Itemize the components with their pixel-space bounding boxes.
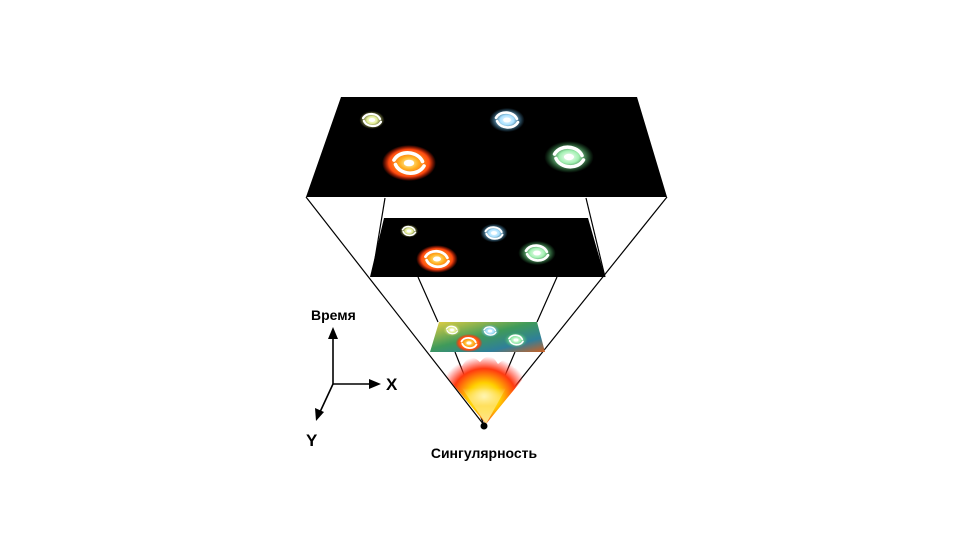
galaxy-icon	[489, 107, 525, 133]
singularity-point	[480, 422, 488, 430]
galaxy-icon	[504, 332, 528, 348]
arrow-up-icon	[328, 327, 338, 339]
universe-plane-early	[430, 322, 545, 352]
y-axis-label: Y	[306, 431, 318, 450]
y-axis-line	[319, 383, 334, 413]
galaxy-icon	[382, 145, 436, 181]
galaxy-icon	[480, 324, 500, 338]
singularity-label: Сингулярность	[431, 445, 538, 461]
galaxy-icon	[455, 334, 483, 352]
arrow-down-left-icon	[315, 408, 324, 421]
universe-plane-present	[306, 97, 667, 197]
universe-plane-middle	[370, 218, 605, 277]
galaxy-icon	[399, 224, 419, 238]
galaxy-icon	[518, 240, 556, 266]
big-bang-blast	[446, 356, 523, 424]
arrow-right-icon	[369, 379, 381, 389]
galaxy-icon	[416, 245, 458, 273]
x-axis-label: X	[386, 375, 398, 394]
galaxy-icon	[443, 323, 461, 337]
time-axis-label: Время	[311, 307, 356, 323]
galaxy-icon	[480, 223, 508, 243]
galaxy-icon	[544, 141, 594, 173]
galaxy-icon	[359, 111, 385, 129]
coordinate-axes	[315, 327, 381, 421]
